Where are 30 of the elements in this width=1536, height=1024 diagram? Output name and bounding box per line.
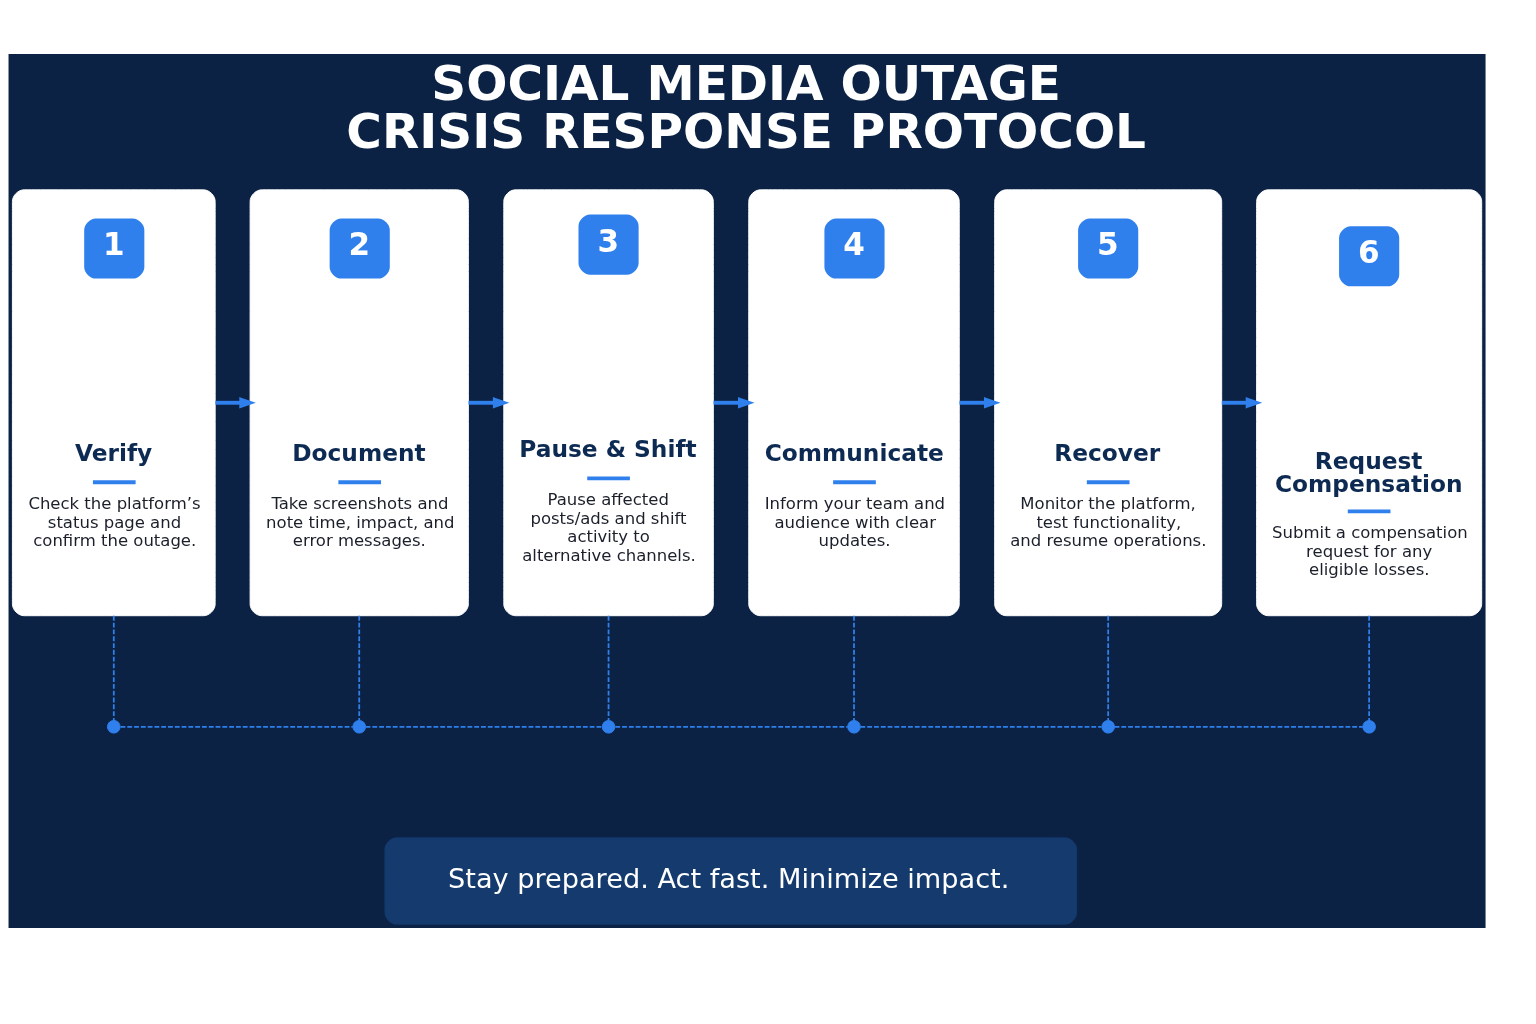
connector xyxy=(364,725,603,728)
node-box: 4 Communicate Inform your team and audience with clear updates. xyxy=(748,189,960,617)
connector xyxy=(112,615,115,722)
connector xyxy=(1107,615,1110,722)
arrow xyxy=(215,396,256,409)
node-circle xyxy=(1101,720,1115,734)
node-circle xyxy=(847,720,861,734)
node-circle xyxy=(107,720,121,734)
diagram-title: SOCIAL MEDIA OUTAGE CRISIS RESPONSE PROTOCOL xyxy=(346,54,1147,160)
node-box: 2 Document Take screenshots and note time, impact, and error messages. xyxy=(249,189,469,617)
node-box: Stay prepared. Act fast. Minimize impact. xyxy=(384,837,1078,925)
connector xyxy=(358,615,361,722)
arrow xyxy=(1221,396,1263,409)
node-circle xyxy=(1362,720,1376,734)
connector xyxy=(1113,725,1364,728)
connector xyxy=(119,725,354,728)
node-circle xyxy=(601,720,616,734)
node-box: 6 Request Compensation Submit a compensation request for any eligible losses. xyxy=(1256,189,1483,617)
node-circle xyxy=(352,720,367,734)
connector xyxy=(607,615,610,722)
connector xyxy=(1368,615,1370,722)
arrow xyxy=(713,396,755,409)
connector xyxy=(853,615,855,722)
node-box: 5 Recover Monitor the platform, test functionality, and resume operations. xyxy=(994,189,1223,617)
connector xyxy=(859,725,1103,728)
node-box: 3 Pause & Shift Pause affected posts/ads and shift activity to alternative channels. xyxy=(503,189,714,617)
connector xyxy=(614,725,849,728)
arrow xyxy=(468,396,510,409)
arrow xyxy=(959,396,1001,409)
node-box: 1 Verify Check the platform’s status page and confirm the outage. xyxy=(11,189,216,617)
